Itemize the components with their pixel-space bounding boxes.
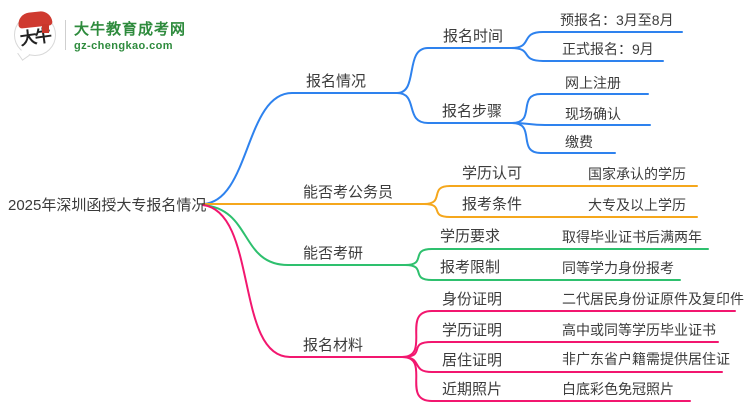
leaf-pre-registration: 预报名：3月至8月 — [560, 12, 674, 28]
leaf-id-card: 二代居民身份证原件及复印件 — [562, 291, 744, 307]
brand-logo-icon: 大牛 — [14, 10, 56, 61]
node-degree-proof: 学历证明 — [442, 322, 503, 339]
leaf-online-register: 网上注册 — [565, 75, 621, 91]
node-signup-time: 报名时间 — [443, 28, 504, 45]
leaf-onsite-confirm: 现场确认 — [565, 106, 621, 122]
leaf-white-bg-photo: 白底彩色免冠照片 — [562, 381, 674, 397]
leaf-equivalent-status: 同等学力身份报考 — [562, 260, 674, 276]
root-node: 2025年深圳函授大专报名情况 — [8, 197, 207, 214]
node-residence-proof: 居住证明 — [442, 352, 503, 369]
leaf-two-years-after: 取得毕业证书后满两年 — [562, 229, 702, 245]
branch-lines-postgraduate — [202, 204, 709, 281]
node-recent-photo: 近期照片 — [442, 381, 503, 398]
brand-url: gz-chengkao.com — [74, 40, 173, 52]
node-apply-restriction: 报考限制 — [440, 259, 501, 276]
node-materials: 报名材料 — [303, 337, 364, 354]
leaf-residence-permit: 非广东省户籍需提供居住证 — [562, 351, 730, 367]
leaf-formal-registration: 正式报名：9月 — [562, 41, 654, 57]
leaf-pay-fee: 缴费 — [565, 134, 593, 150]
node-identity-proof: 身份证明 — [442, 291, 503, 308]
brand-name: 大牛教育成考网 — [74, 21, 187, 38]
branch-lines-signup-info — [202, 31, 683, 205]
brand-separator — [65, 20, 66, 50]
node-degree-requirement: 学历要求 — [440, 228, 501, 245]
leaf-highschool-diploma: 高中或同等学历毕业证书 — [562, 322, 716, 338]
node-degree-recognized: 学历认可 — [462, 165, 523, 182]
node-apply-condition: 报考条件 — [462, 196, 523, 213]
branch-lines-materials — [202, 204, 736, 402]
leaf-college-or-above: 大专及以上学历 — [588, 197, 686, 213]
node-signup-steps: 报名步骤 — [442, 103, 503, 120]
node-signup-info: 报名情况 — [306, 73, 367, 90]
leaf-state-recognized: 国家承认的学历 — [588, 166, 686, 182]
brand-logo: 大牛 大牛教育成考网 gz-chengkao.com — [14, 10, 187, 61]
node-civil-servant: 能否考公务员 — [303, 184, 394, 201]
node-postgraduate: 能否考研 — [303, 245, 364, 262]
logo-red-seal — [42, 24, 49, 33]
branch-lines-civil-servant — [202, 185, 698, 218]
